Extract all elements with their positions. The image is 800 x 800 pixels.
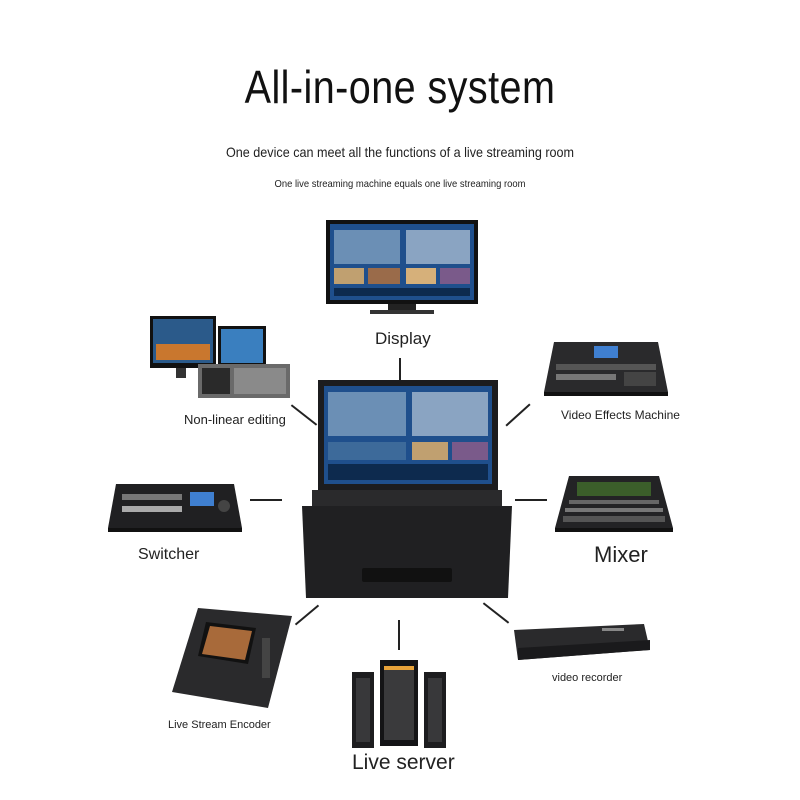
connector-display xyxy=(399,358,401,380)
subtitle: One device can meet all the functions of… xyxy=(225,144,575,160)
connector-encoder xyxy=(294,604,320,626)
server-device xyxy=(352,660,446,750)
connector-switcher xyxy=(250,499,282,501)
mixer-device xyxy=(555,476,673,532)
label-mixer: Mixer xyxy=(594,542,648,567)
connector-recorder xyxy=(482,602,510,624)
label-encoder: Live Stream Encoder xyxy=(168,719,271,731)
label-server: Live server xyxy=(352,751,455,774)
page-title: All-in-one system xyxy=(244,61,556,113)
tagline: One live streaming machine equals one li… xyxy=(274,178,526,190)
label-display: Display xyxy=(375,329,431,348)
encoder-device xyxy=(172,608,292,708)
label-nle: Non-linear editing xyxy=(184,412,286,427)
nle-device xyxy=(148,314,290,400)
label-recorder: video recorder xyxy=(552,672,623,684)
display-device xyxy=(326,220,478,316)
label-switcher: Switcher xyxy=(138,546,200,563)
connector-server xyxy=(398,620,400,650)
vfx-device xyxy=(544,342,668,396)
recorder-device xyxy=(514,624,650,664)
center-streaming-machine xyxy=(302,380,512,598)
connector-mixer xyxy=(515,499,547,501)
label-vfx: Video Effects Machine xyxy=(561,408,680,422)
switcher-device xyxy=(108,484,242,532)
